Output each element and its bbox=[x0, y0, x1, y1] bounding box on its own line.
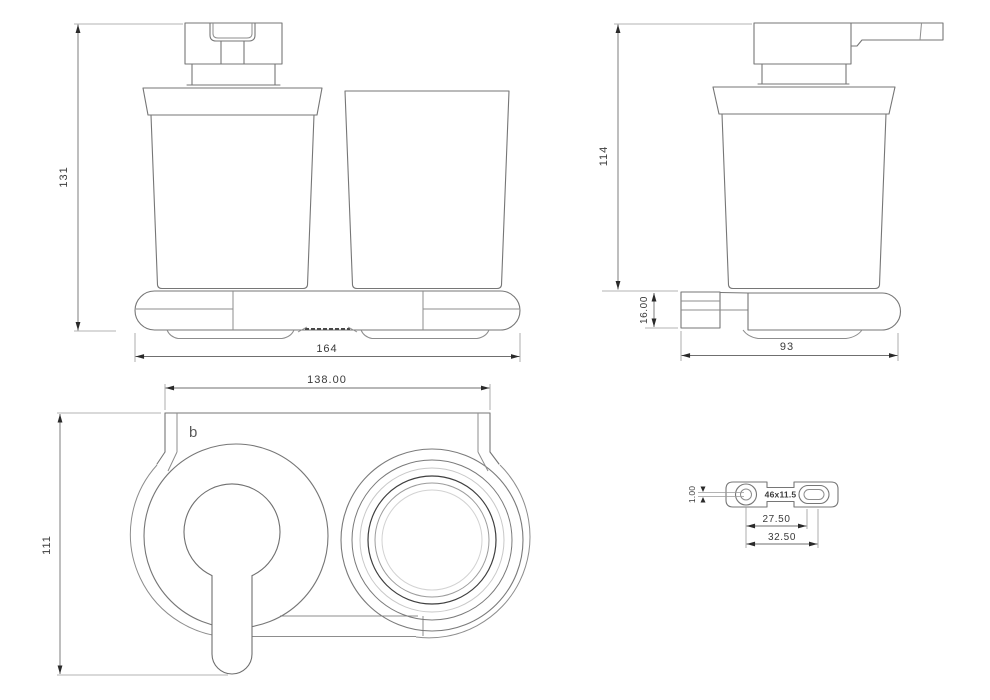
mounting-plate-detail: 46x11.5 1.00 27.50 32.50 bbox=[687, 481, 839, 548]
front-width-dimension: 164 bbox=[134, 333, 521, 362]
plan-depth-label: 111 bbox=[41, 535, 53, 555]
mount-slot bbox=[798, 484, 830, 505]
side-plate-label: 16.00 bbox=[639, 296, 650, 324]
plate-thickness-label: 1.00 bbox=[687, 486, 697, 503]
front-view: 131 164 bbox=[58, 22, 521, 362]
front-width-label: 164 bbox=[316, 343, 337, 355]
front-height-label: 131 bbox=[58, 166, 70, 187]
brand-logo: b bbox=[189, 424, 197, 441]
hole-pitch-inner-dimension: 27.50 bbox=[745, 507, 808, 548]
hole-pitch-outer-dimension: 32.50 bbox=[746, 509, 819, 548]
pump-neck-side bbox=[712, 63, 896, 115]
dispenser-body-front bbox=[150, 114, 315, 290]
side-view: 114 16.00 93 bbox=[598, 22, 944, 361]
pump-head-front bbox=[184, 22, 283, 65]
plan-plate-outline bbox=[129, 464, 531, 639]
plan-width-label: 138.00 bbox=[307, 374, 347, 386]
holder-bar-front bbox=[134, 290, 521, 339]
side-depth-dimension: 93 bbox=[680, 331, 899, 361]
pump-head-side bbox=[753, 22, 944, 65]
plan-view: b 138.00 111 bbox=[41, 374, 531, 676]
side-height-dimension: 114 bbox=[598, 23, 752, 292]
hole-pitch-inner-label: 27.50 bbox=[762, 514, 790, 525]
plan-width-dimension: 138.00 bbox=[164, 374, 491, 410]
pump-lever-top bbox=[183, 483, 281, 675]
plan-backplate bbox=[156, 412, 500, 472]
side-plate-dimension: 16.00 bbox=[639, 293, 678, 329]
side-height-label: 114 bbox=[598, 146, 610, 167]
mount-plate-outline bbox=[725, 481, 839, 508]
plan-depth-dimension: 111 bbox=[41, 412, 228, 676]
plate-size-label: 46x11.5 bbox=[765, 490, 797, 500]
side-depth-label: 93 bbox=[780, 341, 794, 353]
tumbler-front bbox=[344, 90, 510, 290]
dispenser-body-side bbox=[721, 113, 887, 290]
engraved-mark bbox=[297, 326, 358, 333]
hole-pitch-outer-label: 32.50 bbox=[768, 532, 796, 543]
wall-bracket-side bbox=[680, 291, 901, 339]
front-height-dimension: 131 bbox=[58, 23, 183, 332]
pump-neck-front bbox=[142, 63, 323, 116]
tumbler-holder-rings bbox=[340, 448, 524, 632]
mount-hole bbox=[734, 483, 758, 506]
plate-thickness-dimension: 1.00 bbox=[687, 486, 744, 503]
